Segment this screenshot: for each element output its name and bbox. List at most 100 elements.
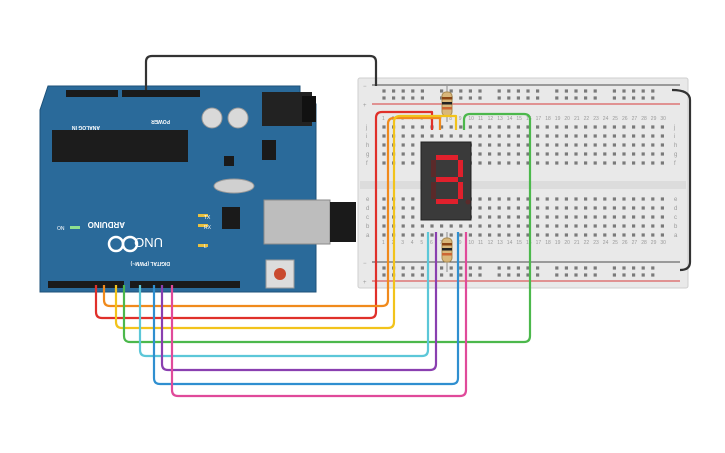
breadboard-hole[interactable] <box>612 152 616 156</box>
breadboard-hole[interactable] <box>584 143 588 147</box>
breadboard-hole[interactable] <box>622 206 626 210</box>
breadboard-hole[interactable] <box>526 161 530 165</box>
breadboard-hole[interactable] <box>603 224 607 228</box>
breadboard-hole[interactable] <box>516 125 520 129</box>
breadboard-hole[interactable] <box>382 161 386 165</box>
breadboard-hole[interactable] <box>497 89 501 93</box>
breadboard-hole[interactable] <box>411 152 415 156</box>
breadboard-hole[interactable] <box>468 224 472 228</box>
breadboard-hole[interactable] <box>622 152 626 156</box>
breadboard-hole[interactable] <box>382 89 386 93</box>
breadboard-hole[interactable] <box>478 197 482 201</box>
breadboard-hole[interactable] <box>555 134 559 138</box>
breadboard-hole[interactable] <box>593 161 597 165</box>
breadboard-hole[interactable] <box>632 273 636 277</box>
breadboard-hole[interactable] <box>555 233 559 237</box>
breadboard-hole[interactable] <box>593 206 597 210</box>
breadboard-hole[interactable] <box>632 197 636 201</box>
breadboard-hole[interactable] <box>459 89 463 93</box>
breadboard-hole[interactable] <box>564 197 568 201</box>
breadboard-hole[interactable] <box>612 134 616 138</box>
breadboard-hole[interactable] <box>545 197 549 201</box>
breadboard-hole[interactable] <box>536 125 540 129</box>
breadboard-hole[interactable] <box>478 96 482 100</box>
breadboard-hole[interactable] <box>516 96 520 100</box>
breadboard-hole[interactable] <box>440 134 444 138</box>
breadboard-hole[interactable] <box>632 143 636 147</box>
breadboard-hole[interactable] <box>478 125 482 129</box>
breadboard-hole[interactable] <box>468 125 472 129</box>
breadboard-hole[interactable] <box>641 125 645 129</box>
breadboard-hole[interactable] <box>478 266 482 270</box>
breadboard-hole[interactable] <box>584 273 588 277</box>
breadboard-hole[interactable] <box>632 266 636 270</box>
breadboard-hole[interactable] <box>526 206 530 210</box>
breadboard-hole[interactable] <box>459 125 463 129</box>
breadboard-hole[interactable] <box>593 224 597 228</box>
breadboard-hole[interactable] <box>526 89 530 93</box>
breadboard-hole[interactable] <box>497 152 501 156</box>
breadboard-hole[interactable] <box>555 206 559 210</box>
breadboard-hole[interactable] <box>536 152 540 156</box>
breadboard-hole[interactable] <box>574 125 578 129</box>
breadboard-hole[interactable] <box>478 273 482 277</box>
breadboard-hole[interactable] <box>555 143 559 147</box>
breadboard-hole[interactable] <box>593 96 597 100</box>
breadboard-hole[interactable] <box>382 134 386 138</box>
breadboard-hole[interactable] <box>401 215 405 219</box>
breadboard-hole[interactable] <box>420 89 424 93</box>
breadboard-hole[interactable] <box>401 152 405 156</box>
breadboard-hole[interactable] <box>507 96 511 100</box>
breadboard-hole[interactable] <box>632 233 636 237</box>
breadboard-hole[interactable] <box>632 206 636 210</box>
breadboard-hole[interactable] <box>632 96 636 100</box>
breadboard-hole[interactable] <box>555 273 559 277</box>
breadboard-hole[interactable] <box>401 197 405 201</box>
breadboard-hole[interactable] <box>641 161 645 165</box>
breadboard-hole[interactable] <box>603 197 607 201</box>
breadboard-hole[interactable] <box>420 224 424 228</box>
breadboard-hole[interactable] <box>411 134 415 138</box>
breadboard-hole[interactable] <box>603 134 607 138</box>
breadboard-hole[interactable] <box>632 89 636 93</box>
breadboard-hole[interactable] <box>468 273 472 277</box>
breadboard-hole[interactable] <box>574 161 578 165</box>
breadboard-hole[interactable] <box>622 233 626 237</box>
breadboard-hole[interactable] <box>459 233 463 237</box>
breadboard-hole[interactable] <box>545 152 549 156</box>
breadboard-hole[interactable] <box>574 215 578 219</box>
breadboard-hole[interactable] <box>660 197 664 201</box>
breadboard-hole[interactable] <box>651 215 655 219</box>
breadboard-hole[interactable] <box>516 161 520 165</box>
breadboard-hole[interactable] <box>459 224 463 228</box>
breadboard-hole[interactable] <box>526 224 530 228</box>
breadboard-hole[interactable] <box>584 134 588 138</box>
breadboard-hole[interactable] <box>507 161 511 165</box>
breadboard-hole[interactable] <box>488 206 492 210</box>
breadboard-hole[interactable] <box>564 134 568 138</box>
breadboard-hole[interactable] <box>555 89 559 93</box>
breadboard-hole[interactable] <box>401 266 405 270</box>
breadboard-hole[interactable] <box>468 266 472 270</box>
breadboard-hole[interactable] <box>497 197 501 201</box>
breadboard-hole[interactable] <box>574 89 578 93</box>
breadboard-hole[interactable] <box>497 206 501 210</box>
breadboard-hole[interactable] <box>660 224 664 228</box>
breadboard-hole[interactable] <box>488 161 492 165</box>
breadboard-hole[interactable] <box>574 233 578 237</box>
breadboard-hole[interactable] <box>593 197 597 201</box>
breadboard-hole[interactable] <box>516 206 520 210</box>
breadboard-hole[interactable] <box>632 134 636 138</box>
breadboard-hole[interactable] <box>536 266 540 270</box>
breadboard-hole[interactable] <box>507 224 511 228</box>
breadboard-hole[interactable] <box>449 273 453 277</box>
breadboard-hole[interactable] <box>411 266 415 270</box>
breadboard-hole[interactable] <box>564 233 568 237</box>
breadboard-hole[interactable] <box>660 233 664 237</box>
breadboard-hole[interactable] <box>516 143 520 147</box>
breadboard-hole[interactable] <box>564 266 568 270</box>
breadboard-hole[interactable] <box>641 197 645 201</box>
breadboard-hole[interactable] <box>526 273 530 277</box>
breadboard-hole[interactable] <box>526 125 530 129</box>
breadboard-hole[interactable] <box>449 89 453 93</box>
